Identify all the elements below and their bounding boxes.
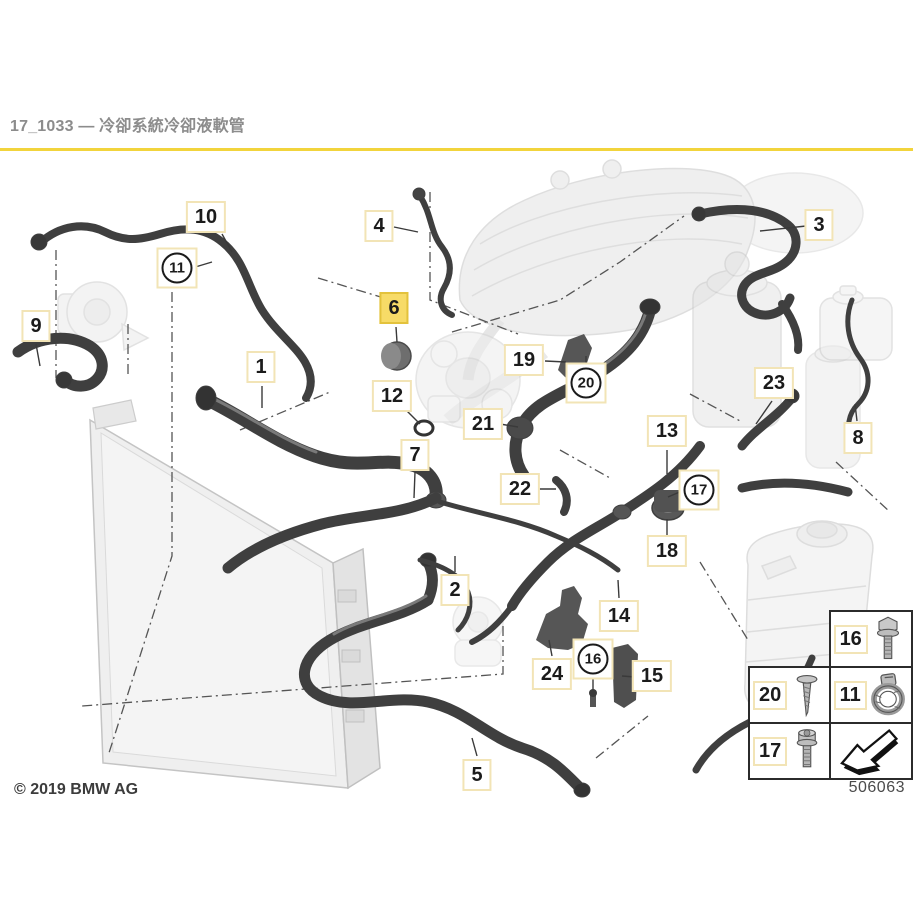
copyright-text: © 2019 BMW AG <box>14 781 139 798</box>
part-label-19[interactable]: 19 <box>503 344 545 376</box>
part-label-2[interactable]: 2 <box>440 574 470 606</box>
part-label-3[interactable]: 3 <box>804 209 834 241</box>
legend-cell-11[interactable]: 11 <box>828 666 913 724</box>
bracket-part-24 <box>536 586 588 650</box>
part-label-17[interactable]: 17 <box>678 469 720 511</box>
part-label-20[interactable]: 20 <box>565 362 607 404</box>
small-parts <box>381 334 685 708</box>
coolant-pump-top-left <box>57 281 150 352</box>
part-label-6[interactable]: 6 <box>379 292 409 324</box>
part-label-8[interactable]: 8 <box>843 422 873 454</box>
clamp-part-17 <box>654 490 684 512</box>
legend-label-20: 20 <box>753 680 788 710</box>
part-label-11[interactable]: 11 <box>156 247 198 289</box>
part-label-13[interactable]: 13 <box>646 415 688 447</box>
part-label-9[interactable]: 9 <box>21 310 51 342</box>
direction-arrow-icon <box>839 728 899 776</box>
thermostat-housing <box>415 331 521 429</box>
part-label-5[interactable]: 5 <box>462 759 492 791</box>
legend-cell-20[interactable]: 20 <box>748 666 831 724</box>
hex-flange-bolt-icon <box>877 616 900 660</box>
part-label-24[interactable]: 24 <box>531 658 573 690</box>
part-label-16[interactable]: 16 <box>572 638 614 680</box>
legend-label-16: 16 <box>833 624 868 654</box>
hose-clamp-icon <box>870 673 905 716</box>
leader-lines <box>35 225 858 757</box>
fastener-legend-table: 16 20 <box>748 610 913 780</box>
part-label-23[interactable]: 23 <box>753 367 795 399</box>
legend-cell-16[interactable]: 16 <box>828 610 913 668</box>
clamp-part-12 <box>413 419 435 437</box>
part-label-22[interactable]: 22 <box>499 473 541 505</box>
pan-head-screw-icon <box>796 674 818 718</box>
part-label-12[interactable]: 12 <box>371 380 413 412</box>
legend-cell-17[interactable]: 17 <box>748 722 831 780</box>
page-title: 17_1033 — 冷卻系統冷卻液軟管 <box>10 118 245 135</box>
part-label-14[interactable]: 14 <box>598 600 640 632</box>
legend-empty-cell <box>749 611 830 667</box>
part-label-1[interactable]: 1 <box>246 351 276 383</box>
part-label-21[interactable]: 21 <box>462 408 504 440</box>
water-pump-bottom <box>452 596 504 667</box>
part-label-15[interactable]: 15 <box>631 660 673 692</box>
reference-lines <box>55 192 891 759</box>
part-label-7[interactable]: 7 <box>400 439 430 471</box>
legend-cell-arrow[interactable] <box>828 722 913 780</box>
legend-label-17: 17 <box>753 736 788 766</box>
radiator <box>89 399 381 790</box>
part-label-4[interactable]: 4 <box>364 210 394 242</box>
title-underline <box>0 148 913 151</box>
part-label-18[interactable]: 18 <box>646 535 688 567</box>
reservoir-top-right <box>819 285 893 361</box>
screw-part-16 <box>590 694 596 707</box>
diagram-number: 506063 <box>848 779 905 796</box>
part-label-10[interactable]: 10 <box>185 201 227 233</box>
torx-screw-icon <box>796 729 818 768</box>
legend-label-11: 11 <box>833 680 867 710</box>
